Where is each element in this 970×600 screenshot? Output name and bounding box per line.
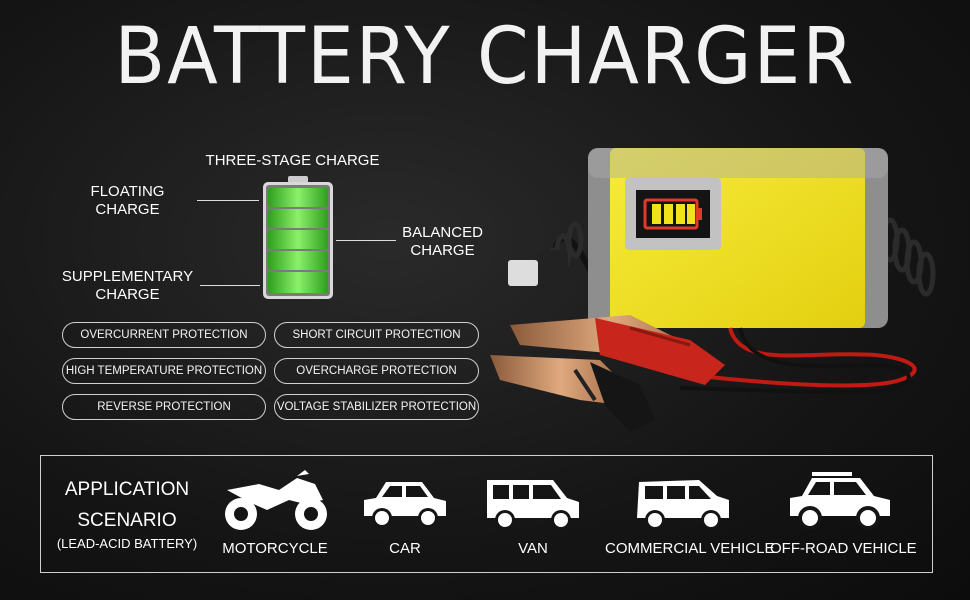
vehicle-van: VAN [478,470,588,557]
vehicle-label: VAN [518,540,548,557]
charger-product-image [490,148,936,432]
car-icon [364,482,446,528]
application-scenario-box [40,455,933,573]
supplementary-leader [200,285,260,286]
supplementary-charge-label: SUPPLEMENTARY CHARGE [61,268,194,303]
off-road-vehicle-icon [790,472,890,530]
motorcycle-icon [225,470,327,530]
van-icon [487,480,579,530]
floating-leader [197,200,259,201]
vehicle-commercial: COMMERCIAL VEHICLE [605,470,775,557]
floating-charge-label: FLOATING CHARGE [90,183,165,218]
protection-overcharge: OVERCHARGE PROTECTION [274,358,479,384]
vehicle-off-road: OFF-ROAD VEHICLE [770,470,917,557]
protection-reverse: REVERSE PROTECTION [62,394,266,420]
vehicle-car: CAR [355,470,455,557]
vehicle-motorcycle: MOTORCYCLE [210,470,340,557]
battery-icon [263,176,333,299]
commercial-vehicle-icon [636,480,729,530]
page-title: BATTERY CHARGER [114,12,856,102]
vehicle-label: OFF-ROAD VEHICLE [770,540,917,557]
three-stage-heading: THREE-STAGE CHARGE [205,152,380,169]
protection-overcurrent: OVERCURRENT PROTECTION [62,322,266,348]
protection-short-circuit: SHORT CIRCUIT PROTECTION [274,322,479,348]
protection-voltage-stabilizer: VOLTAGE STABILIZER PROTECTION [274,394,479,420]
application-subtitle: (LEAD-ACID BATTERY) [56,536,198,551]
application-title: APPLICATION SCENARIO [64,479,190,531]
balanced-leader [336,240,396,241]
vehicle-label: CAR [389,540,421,557]
protection-high-temperature: HIGH TEMPERATURE PROTECTION [62,358,266,384]
vehicle-label: MOTORCYCLE [222,540,328,557]
vehicle-label: COMMERCIAL VEHICLE [605,540,775,557]
balanced-charge-label: BALANCED CHARGE [402,224,483,259]
